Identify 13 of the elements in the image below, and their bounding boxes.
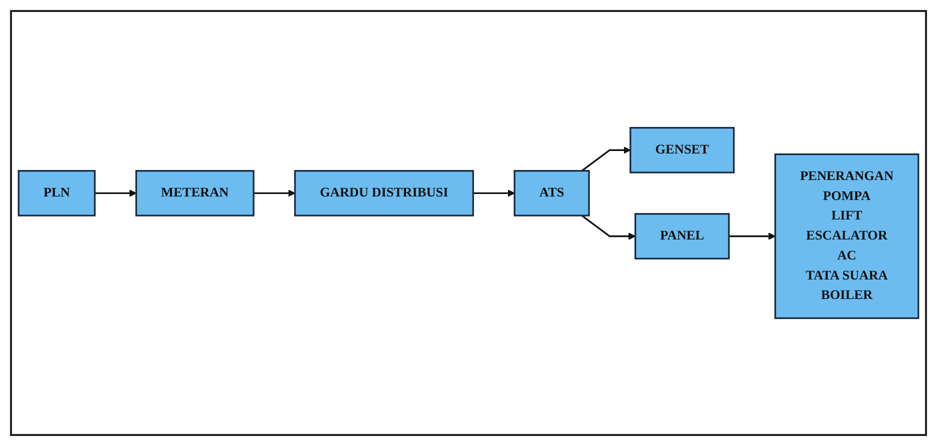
arrow — [581, 146, 631, 172]
node-box: ATS — [514, 170, 590, 216]
node-box: GARDU DISTRIBUSI — [294, 170, 474, 216]
node-box: PLN — [18, 170, 96, 216]
node-box: PANEL — [634, 213, 730, 260]
node-box: PENERANGAN POMPA LIFT ESCALATOR AC TATA SUARA BOILER — [774, 153, 920, 320]
arrow — [94, 190, 137, 197]
arrow — [581, 214, 636, 240]
node-box: METERAN — [135, 170, 254, 216]
arrow — [254, 190, 296, 197]
arrow — [728, 232, 776, 240]
arrow — [473, 190, 515, 197]
node-box: GENSET — [630, 126, 735, 174]
